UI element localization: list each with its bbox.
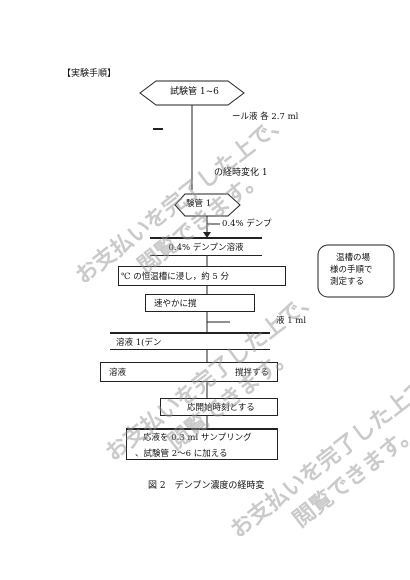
stir-label: 撹拌する	[234, 368, 269, 378]
incubate-box: ℃ の恒温槽に浸し，約 5 分	[118, 266, 286, 286]
incubate-label: ℃ の恒温槽に浸し，約 5 分	[121, 272, 230, 282]
solution-stir-left-label: 溶液	[109, 368, 127, 378]
stir-quick-label: 速やかに撹	[154, 299, 197, 309]
test-tubes-label: 試験管 1~6	[170, 87, 219, 97]
section-heading: 【実験手順】	[62, 69, 117, 79]
tube1-hexagon	[174, 193, 241, 217]
sampling-box: 応液を 0.3 ml サンプリング 、試験管 2～6 に加える	[126, 428, 278, 460]
solution-stir-box: 溶液 撹拌する	[100, 362, 278, 382]
stir-quick-box: 速やかに撹	[145, 294, 255, 312]
starch-add-text: 0.4% デンプ	[222, 219, 272, 229]
solution-label: 溶液 1(デン	[116, 337, 162, 348]
liquid-1ml-text: 液 1 ml	[276, 316, 307, 326]
arrow-head	[203, 232, 211, 238]
reagent-amount-text: ール液 各 2.7 ml	[232, 112, 299, 122]
add-tubes-label: 、試験管 2～6 に加える	[135, 448, 228, 459]
start-time-label: 応開始時刻とする	[187, 403, 255, 413]
timecourse-title: の経時変化 1	[214, 168, 268, 178]
test-tubes-hexagon	[139, 80, 245, 106]
tube1-label: 験管 1	[186, 199, 212, 209]
solution-box: 溶液 1(デン	[110, 332, 270, 350]
starch-solution-box: 0.4% デンプン溶液	[150, 237, 262, 256]
figure-caption: 図 2 デンプン濃度の経時変	[148, 481, 265, 491]
side-note-line-1: 温槽の場	[336, 253, 371, 263]
starch-solution-label: 0.4% デンプン溶液	[168, 243, 244, 253]
side-note-line-3: 測定する	[330, 277, 365, 287]
side-note-line-2: 様の手順で	[330, 265, 373, 275]
side-note-box	[317, 244, 395, 298]
sampling-label: 応液を 0.3 ml サンプリング	[143, 432, 252, 443]
start-time-box: 応開始時刻とする	[160, 398, 278, 416]
